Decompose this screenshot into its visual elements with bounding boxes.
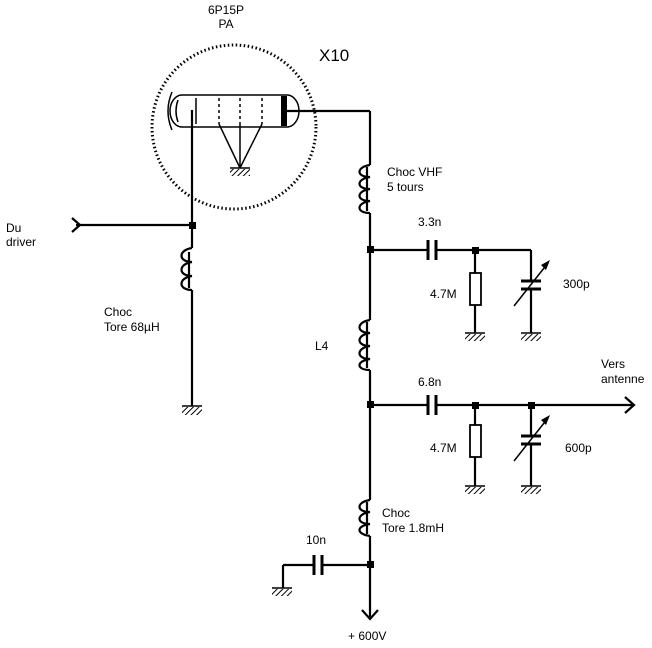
supply-choke-inductor <box>358 498 371 538</box>
cv1-variable-capacitor <box>513 260 550 307</box>
cv2-ground-icon <box>521 485 541 494</box>
l4-inductor <box>358 318 371 372</box>
tube-symbol <box>167 91 300 169</box>
grid-choke-label-line1: Choc <box>104 305 132 319</box>
cv2-variable-capacitor <box>513 415 550 462</box>
tube-type-label: 6P15P <box>208 3 244 17</box>
junction-decoupling <box>367 561 374 568</box>
cv1-ground-icon <box>521 332 541 341</box>
supply-label: + 600V <box>348 629 386 643</box>
r1-label: 4.7M <box>430 287 457 301</box>
tube-role-label: PA <box>218 17 233 31</box>
output-arrow-icon <box>624 396 636 414</box>
supply-choke-label-line1: Choc <box>382 506 410 520</box>
tube-ground-icon <box>230 167 250 176</box>
tube-count-label: X10 <box>319 46 349 65</box>
c3-capacitor <box>312 555 324 575</box>
c1-label: 3.3n <box>418 215 441 229</box>
r2-label: 4.7M <box>430 441 457 455</box>
grid-ground-icon <box>182 405 202 415</box>
c2-capacitor <box>426 395 438 415</box>
cv2-label: 600p <box>565 441 592 455</box>
input-label-line1: Du <box>6 221 21 235</box>
grid-junction <box>189 222 196 229</box>
output-label-line2: antenne <box>601 372 645 386</box>
r1-resistor <box>469 272 482 306</box>
l4-label: L4 <box>315 339 329 353</box>
r2-resistor <box>469 424 482 458</box>
r1-ground-icon <box>465 332 485 341</box>
c1-capacitor <box>426 240 438 260</box>
r2-ground-icon <box>465 485 485 494</box>
tube-envelope <box>150 43 318 211</box>
supply-choke-label-line2: Tore 1.8mH <box>382 521 444 535</box>
c3-label: 10n <box>306 533 326 547</box>
supply-arrow-icon <box>361 609 379 621</box>
grid-choke-label-line2: Tore 68µH <box>104 320 160 334</box>
cv1-label: 300p <box>563 277 590 291</box>
vhf-choke-label-line1: Choc VHF <box>387 165 442 179</box>
grid-choke-inductor <box>180 246 193 292</box>
vhf-choke-label-line2: 5 tours <box>387 180 424 194</box>
input-label-line2: driver <box>6 235 36 249</box>
c3-ground-icon <box>272 587 292 596</box>
c2-label: 6.8n <box>418 375 441 389</box>
vhf-choke-inductor <box>358 163 371 215</box>
output-label-line1: Vers <box>601 357 625 371</box>
